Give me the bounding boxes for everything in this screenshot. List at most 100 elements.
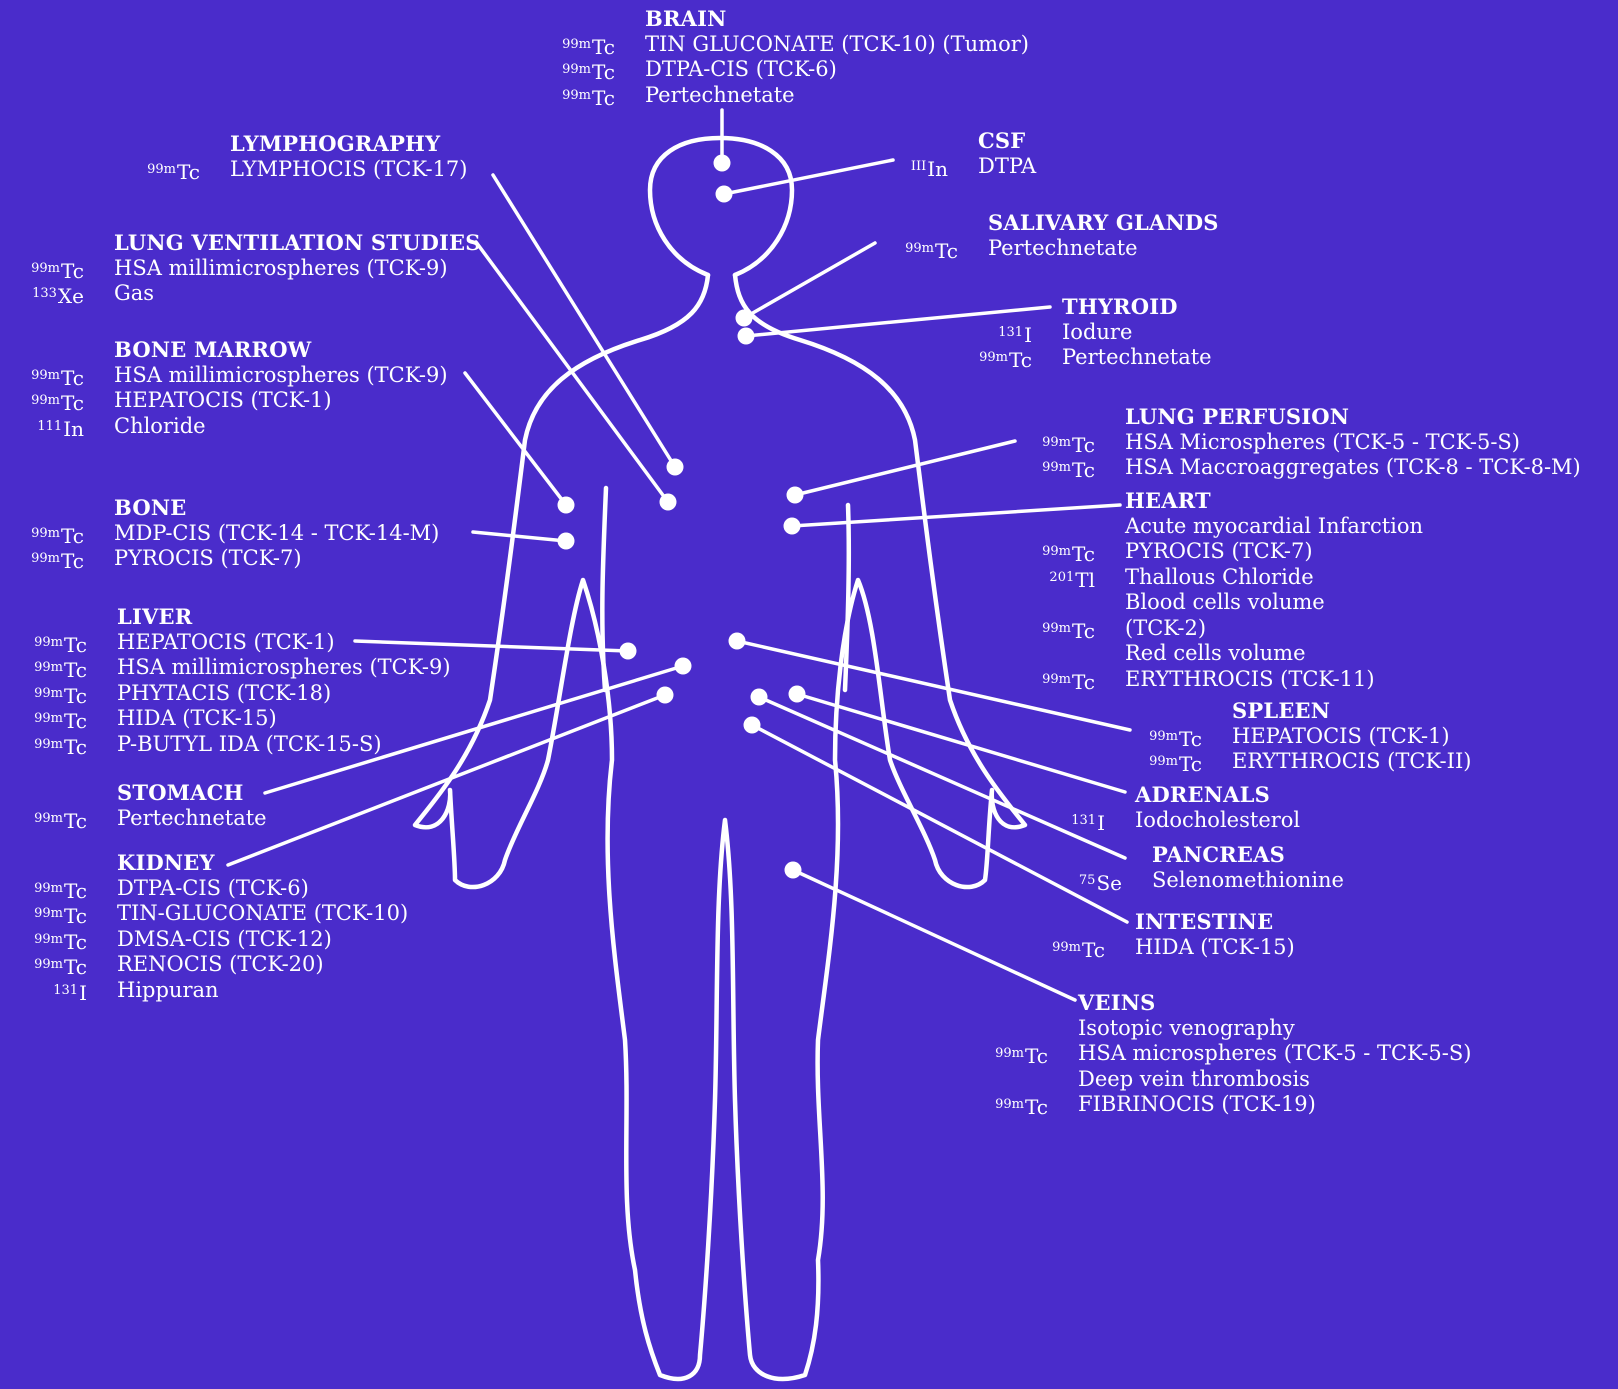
isotope-label: 99mTc xyxy=(562,57,615,86)
isotope-mass: 99m xyxy=(1042,672,1071,687)
isotope-mass: 99m xyxy=(31,526,60,541)
isotope-mass: 99m xyxy=(562,88,591,103)
isotope-label: 99mTc xyxy=(34,952,87,981)
isotope-mass: 99m xyxy=(34,811,63,826)
isotope-element: Tc xyxy=(1072,458,1095,482)
isotope-element: Tc xyxy=(1072,542,1095,566)
marker-veins xyxy=(785,862,802,879)
agent-row: 99mTcERYTHROCIS (TCK-II) xyxy=(1232,749,1471,775)
leader-bone-marrow xyxy=(465,373,566,505)
organ-title: BONE xyxy=(114,495,439,521)
agent-name: HEPATOCIS (TCK-1) xyxy=(114,388,332,414)
agent-row: 133XeGas xyxy=(114,281,481,307)
isotope-element: Tc xyxy=(1072,433,1095,457)
isotope-mass: 131 xyxy=(1071,813,1096,828)
agent-name: P-BUTYL IDA (TCK-15-S) xyxy=(117,732,382,758)
agent-name: MDP-CIS (TCK-14 - TCK-14-M) xyxy=(114,521,439,547)
organ-title: KIDNEY xyxy=(117,850,408,876)
isotope-mass: 99m xyxy=(1149,729,1178,744)
agent-row: Acute myocardial Infarction xyxy=(1125,514,1423,540)
agent-row: 99mTcRENOCIS (TCK-20) xyxy=(117,952,408,978)
label-lymphography: LYMPHOGRAPHY99mTcLYMPHOCIS (TCK-17) xyxy=(230,131,468,182)
isotope-label: 99mTc xyxy=(31,363,84,392)
isotope-label: 99mTc xyxy=(31,546,84,575)
agent-name: Iodocholesterol xyxy=(1135,808,1300,834)
organ-title: BRAIN xyxy=(645,6,1029,32)
agent-name: Thallous Chloride xyxy=(1125,565,1314,591)
organ-title: LYMPHOGRAPHY xyxy=(230,131,468,157)
agent-name: ERYTHROCIS (TCK-II) xyxy=(1232,749,1471,775)
leader-lung-ventilation xyxy=(476,242,668,502)
isotope-element: Tc xyxy=(61,524,84,548)
agent-name: PYROCIS (TCK-7) xyxy=(1125,539,1313,565)
label-liver: LIVER99mTcHEPATOCIS (TCK-1)99mTcHSA mill… xyxy=(117,604,451,757)
agent-row: 99mTcHIDA (TCK-15) xyxy=(117,706,451,732)
marker-adrenals xyxy=(789,686,806,703)
marker-salivary xyxy=(736,310,753,327)
isotope-label: 99mTc xyxy=(31,388,84,417)
agent-row: 99mTcHSA millimicrospheres (TCK-9) xyxy=(114,363,448,389)
agent-name: RENOCIS (TCK-20) xyxy=(117,952,324,978)
agent-name: HSA millimicrospheres (TCK-9) xyxy=(117,655,451,681)
isotope-element: Tc xyxy=(64,735,87,759)
agent-name: DTPA xyxy=(978,154,1036,180)
isotope-label: 99mTc xyxy=(1042,616,1095,645)
organ-title: THYROID xyxy=(1062,294,1212,320)
marker-kidney xyxy=(657,687,674,704)
organ-title: CSF xyxy=(978,128,1036,154)
organ-markers xyxy=(558,155,806,879)
agent-name: HSA microspheres (TCK-5 - TCK-5-S) xyxy=(1078,1041,1471,1067)
isotope-label: 99mTc xyxy=(995,1041,1048,1070)
organ-title: BONE MARROW xyxy=(114,337,448,363)
agent-name: Chloride xyxy=(114,414,206,440)
label-adrenals: ADRENALS131IIodocholesterol xyxy=(1135,782,1300,833)
isotope-mass: 99m xyxy=(1042,621,1071,636)
marker-intestine xyxy=(744,717,761,734)
agent-name: Deep vein thrombosis xyxy=(1078,1067,1310,1093)
agent-row: Deep vein thrombosis xyxy=(1078,1067,1471,1093)
marker-lung-perfusion xyxy=(787,487,804,504)
label-kidney: KIDNEY99mTcDTPA-CIS (TCK-6)99mTcTIN-GLUC… xyxy=(117,850,408,1003)
agent-row: IIIInDTPA xyxy=(978,154,1036,180)
isotope-element: Tc xyxy=(64,904,87,928)
isotope-mass: 133 xyxy=(32,286,57,301)
marker-pancreas xyxy=(751,689,768,706)
isotope-element: Tc xyxy=(1025,1044,1048,1068)
isotope-mass: 99m xyxy=(34,711,63,726)
agent-name: LYMPHOCIS (TCK-17) xyxy=(230,157,468,183)
isotope-element: Tc xyxy=(1072,619,1095,643)
isotope-element: Tc xyxy=(177,160,200,184)
isotope-element: Tc xyxy=(64,930,87,954)
agent-name: HSA Maccroaggregates (TCK-8 - TCK-8-M) xyxy=(1125,455,1581,481)
leader-pancreas xyxy=(759,697,1125,858)
agent-row: 99mTcHEPATOCIS (TCK-1) xyxy=(1232,724,1471,750)
isotope-mass: 99m xyxy=(147,162,176,177)
isotope-element: Tc xyxy=(64,809,87,833)
agent-name: Pertechnetate xyxy=(117,806,267,832)
organ-title: PANCREAS xyxy=(1152,842,1344,868)
isotope-element: Tc xyxy=(61,366,84,390)
agent-row: 131IHippuran xyxy=(117,978,408,1004)
isotope-label: 99mTc xyxy=(34,806,87,835)
agent-name: Blood cells volume xyxy=(1125,590,1325,616)
isotope-mass: 99m xyxy=(1042,435,1071,450)
agent-row: Red cells volume xyxy=(1125,641,1423,667)
isotope-label: 99mTc xyxy=(34,655,87,684)
isotope-element: Tc xyxy=(592,35,615,59)
isotope-mass: 99m xyxy=(34,737,63,752)
agent-row: 99mTcPHYTACIS (TCK-18) xyxy=(117,681,451,707)
agent-name: TIN GLUCONATE (TCK-10) (Tumor) xyxy=(645,32,1029,58)
marker-brain xyxy=(714,155,731,172)
isotope-element: Tc xyxy=(1009,348,1032,372)
